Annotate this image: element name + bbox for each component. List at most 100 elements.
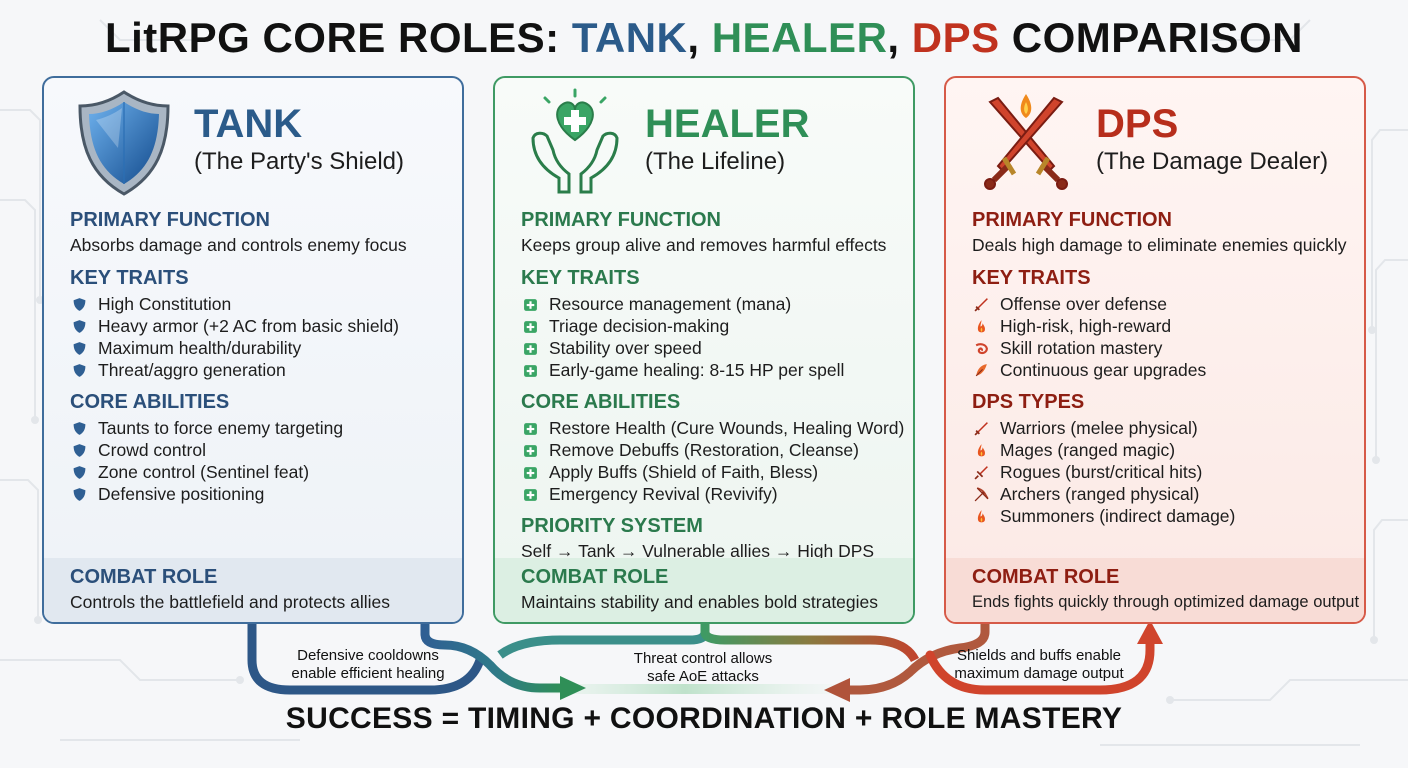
healer-traits-heading: KEY TRAITS <box>521 267 640 289</box>
dps-traits-heading: KEY TRAITS <box>972 267 1091 289</box>
healer-right-branch <box>700 624 920 663</box>
healer-traits-list: Resource management (mana) Triage decisi… <box>521 293 903 381</box>
mini-shield-icon <box>73 422 86 435</box>
mini-shield-icon <box>73 444 86 457</box>
tank-healer-arrow <box>420 624 562 693</box>
healer-combat-text: Maintains stability and enables bold str… <box>521 592 879 612</box>
tank-name: TANK <box>194 102 303 146</box>
dps-combat-heading: COMBAT ROLE <box>972 566 1120 588</box>
list-item: Remove Debuffs (Restoration, Cleanse) <box>521 439 903 461</box>
list-item: Maximum health/durability <box>70 337 452 359</box>
healer-priority-text: Self → Tank → Vulnerable allies → High D… <box>521 541 875 561</box>
list-item: Restore Health (Cure Wounds, Healing Wor… <box>521 417 904 439</box>
swirl-icon <box>975 343 988 355</box>
flow-label-center: Threat control allows safe AoE attacks <box>633 650 773 685</box>
mini-shield-icon <box>73 364 86 377</box>
list-item: Continuous gear upgrades <box>972 359 1354 381</box>
mini-shield-icon <box>73 298 86 311</box>
list-item: Mages (ranged magic) <box>972 439 1354 461</box>
mini-shield-icon <box>73 466 86 479</box>
bow-icon <box>974 487 989 502</box>
crossed-swords-icon <box>984 94 1068 190</box>
dps-loop-arrow <box>925 635 1155 695</box>
list-item: Archers (ranged physical) <box>972 483 1354 505</box>
tank-abilities-heading: CORE ABILITIES <box>70 391 230 413</box>
footer-formula: SUCCESS = TIMING + COORDINATION + ROLE M… <box>285 702 1123 735</box>
list-item: High Constitution <box>70 293 452 315</box>
list-item: Rogues (burst/critical hits) <box>972 461 1354 483</box>
dps-card-header: DPS (The Damage Dealer) <box>946 78 1364 198</box>
dps-name: DPS <box>1096 102 1179 146</box>
flame-icon <box>977 320 986 333</box>
list-item: Resource management (mana) <box>521 293 903 315</box>
medkit-icon <box>524 365 537 377</box>
sword-icon <box>974 298 988 312</box>
tank-traits-list: High Constitution Heavy armor (+2 AC fro… <box>70 293 452 381</box>
list-item: Offense over defense <box>972 293 1354 315</box>
mini-shield-icon <box>73 488 86 501</box>
medkit-icon <box>524 321 537 333</box>
dps-primary-heading: PRIMARY FUNCTION <box>972 209 1172 231</box>
dps-primary-text: Deals high damage to eliminate enemies q… <box>972 235 1347 255</box>
dps-body: PRIMARY FUNCTION Deals high damage to el… <box>972 208 1354 536</box>
healer-priority-heading: PRIORITY SYSTEM <box>521 515 703 537</box>
tank-primary-text: Absorbs damage and controls enemy focus <box>70 235 407 255</box>
dps-types-list: Warriors (melee physical) Mages (ranged … <box>972 417 1354 527</box>
healer-combat-role: COMBAT ROLE Maintains stability and enab… <box>495 558 913 622</box>
tank-card-header: TANK (The Party's Shield) <box>44 78 462 198</box>
healer-card: HEALER (The Lifeline) PRIMARY FUNCTION K… <box>493 76 915 624</box>
healer-card-header: HEALER (The Lifeline) <box>495 78 913 198</box>
list-item: Threat/aggro generation <box>70 359 452 381</box>
list-item: Warriors (melee physical) <box>972 417 1354 439</box>
list-item: Emergency Revival (Revivify) <box>521 483 903 505</box>
mini-shield-icon <box>73 342 86 355</box>
sword-icon <box>974 422 988 436</box>
dps-card: DPS (The Damage Dealer) PRIMARY FUNCTION… <box>944 76 1366 624</box>
arrowhead-up <box>1137 620 1163 644</box>
flow-label-healer-dps: Shields and buffs enable maximum damage … <box>954 647 1124 682</box>
healer-combat-heading: COMBAT ROLE <box>521 566 669 588</box>
dps-traits-list: Offense over defense High-risk, high-rew… <box>972 293 1354 381</box>
tank-primary-heading: PRIMARY FUNCTION <box>70 209 270 231</box>
center-flow-band <box>520 684 850 694</box>
arrowhead-left <box>824 678 850 702</box>
dps-combat-role: COMBAT ROLE Ends fights quickly through … <box>946 558 1364 622</box>
healer-abilities-heading: CORE ABILITIES <box>521 391 681 413</box>
flow-label-tank-healer: Defensive cooldowns enable efficient hea… <box>291 647 445 682</box>
tank-body: PRIMARY FUNCTION Absorbs damage and cont… <box>70 208 452 514</box>
list-item: Crowd control <box>70 439 452 461</box>
healer-primary-text: Keeps group alive and removes harmful ef… <box>521 235 887 255</box>
medkit-icon <box>524 467 537 479</box>
list-item: Heavy armor (+2 AC from basic shield) <box>70 315 452 337</box>
dps-types-heading: DPS TYPES <box>972 391 1085 413</box>
page-title: LitRPG CORE ROLES: TANK, HEALER, DPS COM… <box>104 14 1304 61</box>
mini-shield-icon <box>73 320 86 333</box>
list-item: High-risk, high-reward <box>972 315 1354 337</box>
feather-icon <box>975 364 987 377</box>
tank-subtitle: (The Party's Shield) <box>194 148 404 175</box>
flame-icon <box>977 444 986 457</box>
list-item: Defensive positioning <box>70 483 452 505</box>
shield-icon <box>78 90 170 196</box>
medkit-icon <box>524 445 537 457</box>
tank-traits-heading: KEY TRAITS <box>70 267 189 289</box>
tank-combat-heading: COMBAT ROLE <box>70 566 218 588</box>
tank-card: TANK (The Party's Shield) PRIMARY FUNCTI… <box>42 76 464 624</box>
tank-abilities-list: Taunts to force enemy targeting Crowd co… <box>70 417 452 505</box>
tank-combat-text: Controls the battlefield and protects al… <box>70 592 391 612</box>
tank-combat-role: COMBAT ROLE Controls the battlefield and… <box>44 558 462 622</box>
healer-abilities-list: Restore Health (Cure Wounds, Healing Wor… <box>521 417 904 505</box>
healer-primary-heading: PRIMARY FUNCTION <box>521 209 721 231</box>
tank-loop-arrow <box>247 619 485 695</box>
flame-icon <box>977 510 986 523</box>
list-item: Taunts to force enemy targeting <box>70 417 452 439</box>
medkit-icon <box>524 299 537 311</box>
list-item: Triage decision-making <box>521 315 903 337</box>
list-item: Apply Buffs (Shield of Faith, Bless) <box>521 461 903 483</box>
dagger-icon <box>974 466 988 480</box>
list-item: Stability over speed <box>521 337 903 359</box>
healer-name: HEALER <box>645 102 810 146</box>
list-item: Zone control (Sentinel feat) <box>70 461 452 483</box>
